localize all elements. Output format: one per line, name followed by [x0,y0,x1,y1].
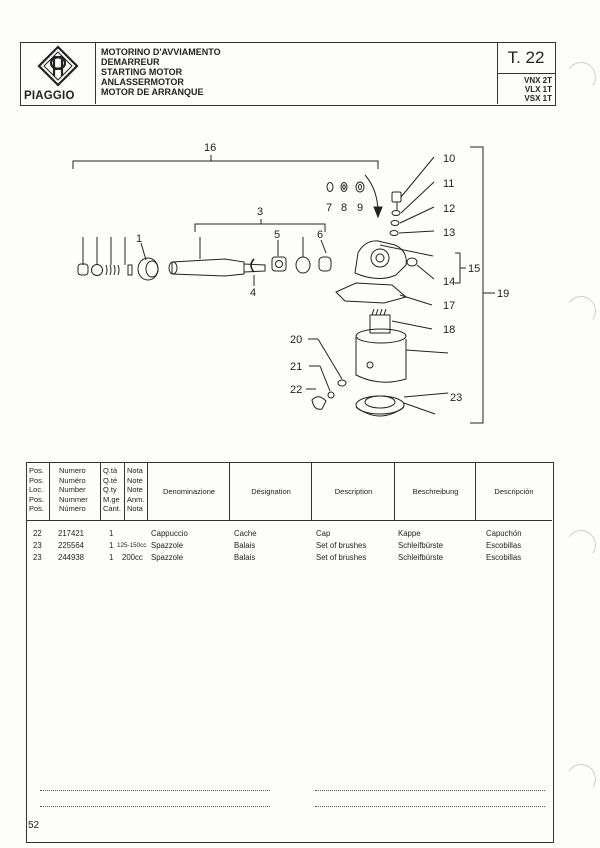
cell-qta: 1 [109,529,114,538]
title-cell: MOTORINO D'AVVIAMENTO DEMARREUR STARTING… [95,43,498,104]
title-english: STARTING MOTOR [101,67,183,77]
divider [497,73,555,74]
cell-english: Set of brushes [316,541,367,550]
page-number: 52 [28,820,40,831]
callout-labels: 1 3 4 5 6 7 8 9 10 11 12 13 14 15 16 17 … [136,142,509,404]
callout-21: 21 [290,361,302,373]
callout-12: 12 [443,203,455,215]
callout-10: 10 [443,153,455,165]
cell-spanish: Capuchón [486,529,522,538]
punch-hole-icon [563,293,599,329]
punch-hole-icon [563,59,599,95]
cell-english: Set of brushes [316,553,367,562]
header-descripcion: Descripción [494,487,534,496]
note-line [315,790,545,791]
cell-english: Cap [316,529,331,538]
model-vsx: VSX 1T [524,94,552,103]
note-line [315,806,545,807]
callout-13: 13 [443,227,455,239]
table-code: T. 22 [507,48,545,67]
callout-9: 9 [357,202,363,214]
callout-22: 22 [290,384,302,396]
cell-german: Schleifbürste [398,541,444,550]
callout-16: 16 [204,142,216,154]
cell-spanish: Escobillas [486,541,522,550]
callout-8: 8 [341,202,347,214]
cell-pos: 23 [33,553,42,562]
callout-4: 4 [250,287,256,299]
code-cell: T. 22 VNX 2T VLX 1T VSX 1T [497,43,555,104]
cell-nota: 200cc [122,553,143,562]
header-beschreibung: Beschreibung [395,463,476,520]
cell-french: Cache [234,529,257,538]
brand-name: PIAGGIO [24,90,75,102]
title-german: ANLASSERMOTOR [101,77,184,87]
title-italian: MOTORINO D'AVVIAMENTO [101,47,221,57]
callout-18: 18 [443,324,455,336]
note-line [40,806,270,807]
cell-pos: 22 [33,529,42,538]
cell-italian: Cappuccio [151,529,188,538]
piaggio-logo-icon [37,45,79,87]
callout-17: 17 [443,300,455,312]
cell-pos: 23 [33,541,42,550]
cell-qta: 1 [109,541,114,550]
callout-15: 15 [468,263,480,275]
title-french: DEMARREUR [101,57,160,67]
cell-german: Kappe [398,529,421,538]
callout-19: 19 [497,288,509,300]
cell-numero: 244938 [58,553,85,562]
callout-11: 11 [443,178,454,190]
callout-7: 7 [326,202,332,214]
cell-numero: 217421 [58,529,85,538]
title-spanish: MOTOR DE ARRANQUE [101,87,204,97]
note-line [40,790,270,791]
header-denominazione: Denominazione [148,463,230,520]
header-designation: Désignation [230,463,312,520]
callout-5: 5 [274,229,280,241]
starting-motor-drawing: 1 3 4 5 6 7 8 9 10 11 12 13 14 15 16 17 … [72,142,509,424]
logo-cell: PIAGGIO [21,43,96,104]
punch-hole-icon [563,527,599,563]
callout-20: 20 [290,334,302,346]
header-description: Description [312,463,395,520]
cell-qta: 1 [109,553,114,562]
callout-23: 23 [450,392,462,404]
header-divider [27,520,552,521]
cell-french: Balais [234,553,256,562]
cell-spanish: Escobillas [486,553,522,562]
model-vlx: VLX 1T [524,85,552,94]
exploded-diagram: 1 3 4 5 6 7 8 9 10 11 12 13 14 15 16 17 … [40,125,560,455]
callout-6: 6 [317,229,323,241]
cell-french: Balais [234,541,256,550]
cell-nota: 125-150cc [117,542,147,549]
callout-3: 3 [257,206,263,218]
model-vnx: VNX 2T [523,76,552,85]
cell-italian: Spazzole [151,541,184,550]
cell-german: Schleifbürste [398,553,444,562]
punch-hole-icon [563,761,599,797]
cell-numero: 225564 [58,541,85,550]
page-header: PIAGGIO MOTORINO D'AVVIAMENTO DEMARREUR … [20,42,556,106]
callout-14: 14 [443,276,455,288]
cell-italian: Spazzole [151,553,184,562]
callout-1: 1 [136,233,142,245]
header-pos: Pos.Pos.Loc.Pos.Pos. [27,463,50,520]
